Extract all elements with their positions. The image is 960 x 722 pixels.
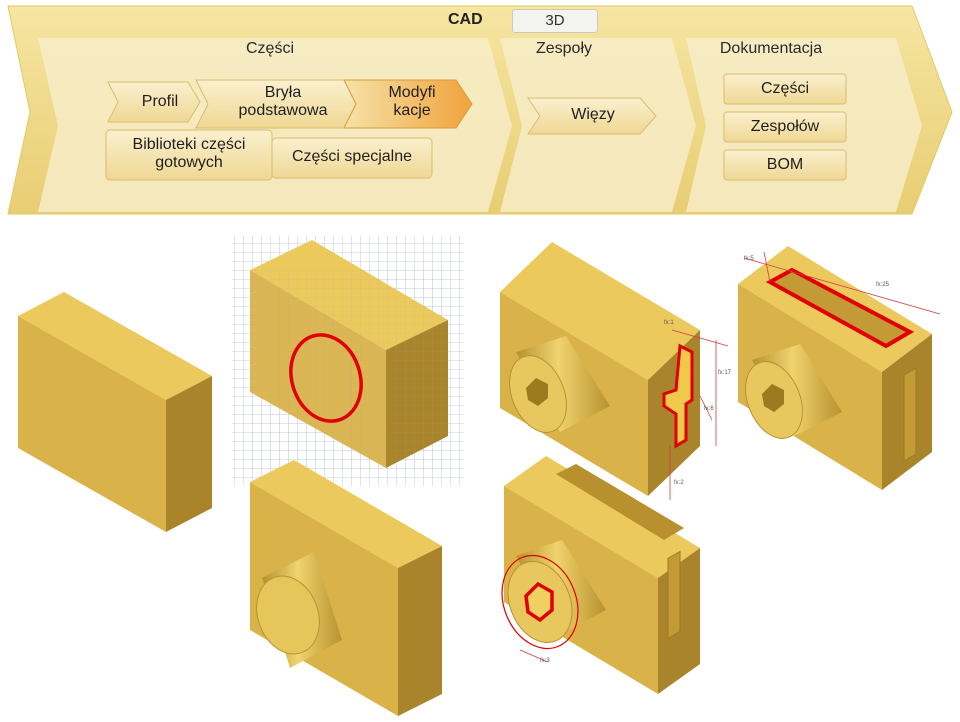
dim-label-7: fx:3 bbox=[540, 658, 550, 664]
chip-wiezy-shape bbox=[527, 97, 657, 135]
chip-bryla-line2: podstawowa bbox=[238, 102, 328, 120]
chip-doc-czesci: Części bbox=[760, 80, 809, 97]
chip-bryla-line1: Bryła bbox=[264, 84, 302, 101]
chip-wiezy: Więzy bbox=[571, 106, 615, 123]
chip-profil: Profil bbox=[120, 93, 200, 111]
dim-label-3: fx:6 bbox=[704, 406, 714, 412]
chip-doc-czesci-shape bbox=[723, 73, 847, 105]
profile-highlight-1 bbox=[662, 343, 694, 449]
solid-block-hexhole bbox=[500, 242, 729, 500]
solid-sketch-block bbox=[232, 236, 464, 486]
chips bbox=[105, 73, 847, 181]
chip-doc-zespolow-shape bbox=[723, 111, 847, 143]
stage-header-zespoly: Zespoły bbox=[535, 40, 593, 57]
chip-modyfikacje-line2: kacje bbox=[393, 102, 431, 120]
chip-bryla: Bryła podstawowa bbox=[210, 84, 356, 121]
chip-biblioteki-line2: gotowych bbox=[155, 154, 223, 172]
chip-biblioteki-line1: Biblioteki części bbox=[132, 136, 246, 153]
chip-modyfikacje-line1: Modyfi bbox=[388, 84, 436, 101]
dimension-labels: fx:1 fx:17 fx:6 fx:2 fx:5 fx:25 fx:3 bbox=[540, 256, 890, 664]
dim-label-5: fx:5 bbox=[744, 256, 754, 262]
sketch-circle-highlight bbox=[289, 333, 363, 423]
slot-highlight bbox=[765, 267, 915, 349]
stage-header-czesci: Części bbox=[245, 40, 294, 57]
solid-block-slot bbox=[738, 246, 941, 490]
chip-modyfikacje-shape bbox=[343, 79, 473, 129]
dim-label-6: fx:25 bbox=[876, 282, 890, 288]
dim-label-4: fx:2 bbox=[674, 480, 684, 486]
stage-header-dokumentacja: Dokumentacja bbox=[719, 40, 823, 57]
chip-modyfikacje: Modyfi kacje bbox=[360, 84, 464, 121]
chip-profil-label: Profil bbox=[141, 93, 179, 110]
dim-label-1: fx:1 bbox=[664, 320, 674, 326]
hex-highlight bbox=[524, 581, 554, 623]
solid-block-full bbox=[501, 456, 700, 694]
three-d-tab[interactable]: 3D bbox=[512, 9, 598, 33]
chip-biblioteki: Biblioteki części gotowych bbox=[106, 136, 272, 173]
cad-tab[interactable]: CAD bbox=[448, 11, 483, 28]
solid-plain-block bbox=[18, 292, 212, 532]
dim-label-2: fx:17 bbox=[718, 370, 732, 376]
circle-highlight-outer bbox=[501, 554, 579, 650]
solid-block-cylinder bbox=[250, 460, 442, 716]
chip-doc-zespolow: Zespołów bbox=[750, 118, 820, 135]
chip-profil-shape bbox=[107, 81, 201, 123]
chip-czesci-specjalne-shape bbox=[271, 137, 433, 179]
chip-doc-bom-shape bbox=[723, 149, 847, 181]
chip-doc-bom: BOM bbox=[766, 156, 804, 173]
chip-czesci-specjalne: Części specjalne bbox=[291, 148, 413, 165]
